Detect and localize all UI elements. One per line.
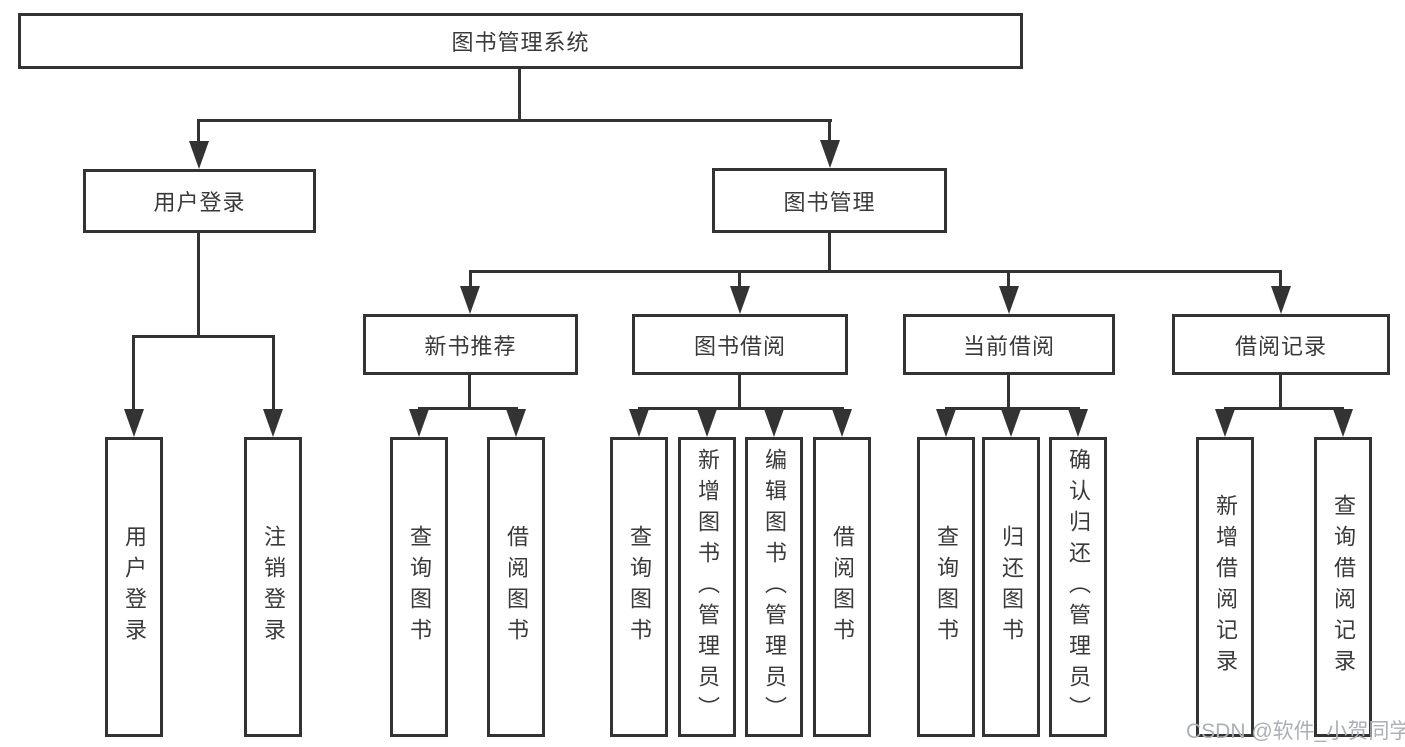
arrowhead-book-borrow (730, 286, 750, 314)
arrowhead-leaf (1068, 409, 1088, 437)
leaf-edit-books-admin: 编辑图书（管理员） (745, 437, 803, 737)
leaf-return-books: 归还图书 (982, 437, 1040, 737)
arrowhead-leaf (1215, 409, 1235, 437)
connector-shaft-book-borrow (738, 270, 741, 290)
arrowhead-leaf (1001, 409, 1021, 437)
leaf-label: 新增图书（管理员） (695, 447, 720, 727)
arrowhead-leaf (832, 409, 852, 437)
leaf-label: 用户登录 (122, 525, 147, 649)
connector-shaft-book-management (828, 119, 831, 145)
leaf-user-login: 用户登录 (105, 437, 163, 737)
node-label: 图书借阅 (693, 333, 786, 359)
arrowhead-leaf (409, 409, 429, 437)
leaf-add-books-admin: 新增图书（管理员） (678, 437, 736, 737)
node-new-book-recommend: 新书推荐 (363, 314, 578, 375)
arrowhead-leaf (764, 409, 784, 437)
connector-book-borrow-vertical (738, 375, 741, 409)
connector-borrow-records-horizontal (1224, 407, 1344, 410)
leaf-label: 新增借阅记录 (1213, 494, 1238, 680)
arrowhead-leaf-login (124, 409, 144, 437)
node-user-login: 用户登录 (83, 169, 316, 233)
arrowhead-borrow-records (1271, 286, 1291, 314)
leaf-query-borrow-record: 查询借阅记录 (1314, 437, 1372, 737)
leaf-label: 查询图书 (934, 525, 959, 649)
leaf-label: 查询图书 (407, 525, 432, 649)
leaf-label: 确认归还（管理员） (1066, 447, 1091, 727)
leaf-recommend-borrow-books: 借阅图书 (487, 437, 545, 737)
arrowhead-current-borrow (999, 286, 1019, 314)
node-label: 新书推荐 (424, 333, 517, 359)
connector-user-login-vertical (197, 233, 200, 337)
node-label: 图书管理 (783, 189, 876, 215)
leaf-borrowing-borrow-books: 借阅图书 (813, 437, 871, 737)
connector-borrow-records-vertical (1279, 375, 1282, 409)
leaf-add-borrow-record: 新增借阅记录 (1196, 437, 1254, 737)
connector-current-borrow-horizontal (945, 407, 1080, 410)
node-label: 借阅记录 (1234, 333, 1327, 359)
connector-user-login-horizontal (132, 335, 275, 338)
connector-shaft-leaf-logout (272, 335, 275, 411)
node-label: 用户登录 (153, 190, 246, 215)
arrowhead-new-book (460, 286, 480, 314)
node-borrowing-records: 借阅记录 (1172, 314, 1390, 375)
connector-shaft-leaf-login (132, 335, 135, 411)
leaf-label: 归还图书 (999, 525, 1024, 649)
leaf-confirm-return-admin: 确认归还（管理员） (1049, 437, 1107, 737)
leaf-borrowing-query-books: 查询图书 (610, 437, 668, 737)
connector-new-book-horizontal (418, 407, 518, 410)
node-book-management: 图书管理 (712, 168, 947, 233)
arrowhead-leaf (629, 409, 649, 437)
arrowhead-leaf-logout (263, 409, 283, 437)
arrowhead-leaf (936, 409, 956, 437)
csdn-watermark: CSDN @软件_小贺同学 (1186, 720, 1405, 743)
leaf-label: 借阅图书 (830, 525, 855, 649)
arrowhead-leaf (1333, 409, 1353, 437)
connector-book-borrow-horizontal (638, 407, 844, 410)
leaf-label: 注销登录 (261, 525, 286, 649)
connector-book-mgmt-vertical (828, 233, 831, 273)
connector-shaft-current-borrow (1007, 270, 1010, 290)
connector-new-book-vertical (468, 375, 471, 409)
arrowhead-leaf (506, 409, 526, 437)
connector-book-mgmt-horizontal (469, 270, 1282, 273)
connector-shaft-user-login (197, 119, 200, 145)
leaf-label: 编辑图书（管理员） (762, 447, 787, 727)
node-label: 图书管理系统 (451, 30, 590, 55)
arrowhead-book-management (820, 140, 840, 168)
leaf-label: 查询图书 (627, 525, 652, 649)
connector-shaft-new-book (469, 270, 472, 290)
arrowhead-user-login (189, 141, 209, 169)
arrowhead-leaf (697, 409, 717, 437)
node-current-borrowing: 当前借阅 (903, 314, 1115, 375)
leaf-label: 查询借阅记录 (1331, 494, 1356, 680)
connector-shaft-borrow-records (1279, 270, 1282, 290)
leaf-recommend-query-books: 查询图书 (390, 437, 448, 737)
leaf-current-query-books: 查询图书 (917, 437, 975, 737)
node-book-borrowing: 图书借阅 (632, 314, 848, 375)
connector-root-horizontal (198, 119, 832, 122)
node-label: 当前借阅 (962, 333, 1055, 359)
node-library-management-system: 图书管理系统 (18, 13, 1023, 69)
connector-root-vertical (518, 69, 521, 120)
connector-current-borrow-vertical (1007, 375, 1010, 409)
leaf-logout: 注销登录 (244, 437, 302, 737)
leaf-label: 借阅图书 (504, 525, 529, 649)
